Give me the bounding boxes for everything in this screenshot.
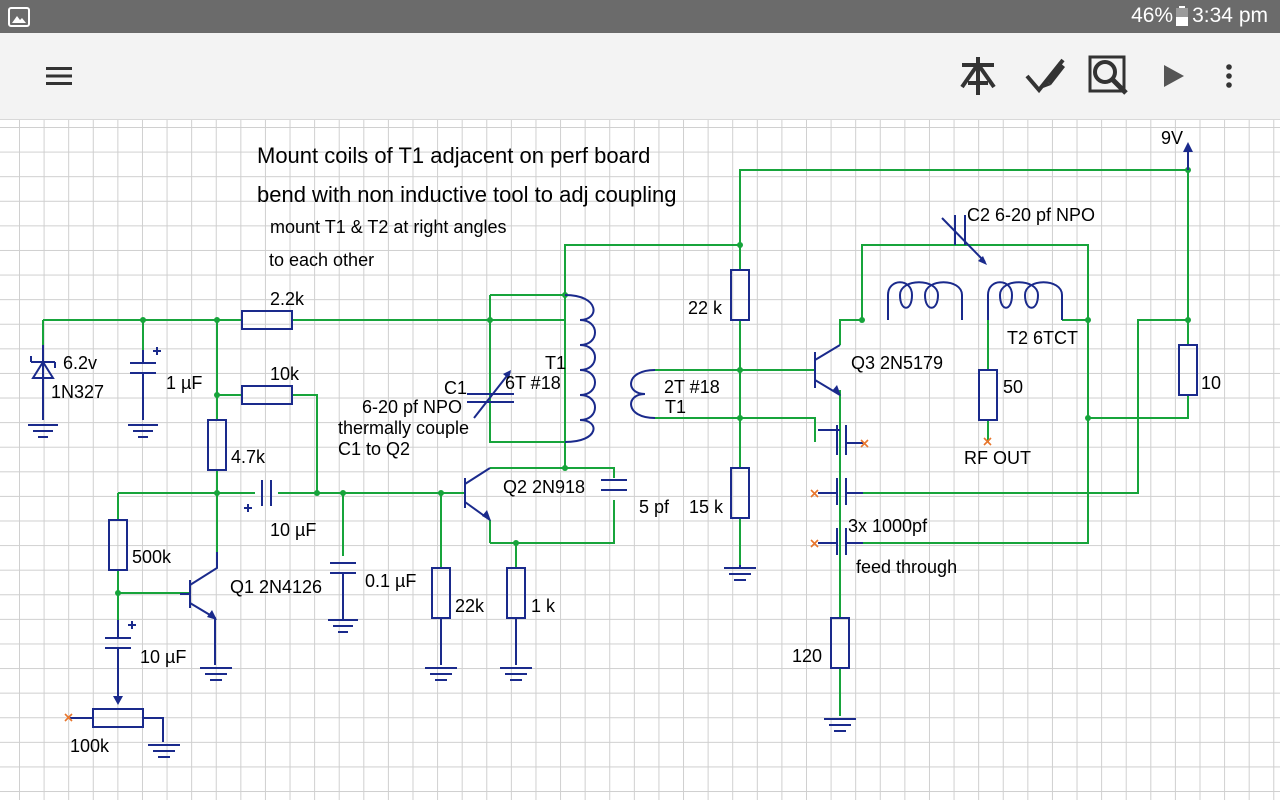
note-line-1: Mount coils of T1 adjacent on perf board: [257, 143, 650, 168]
edit-pen-icon: [1025, 58, 1065, 94]
label-t1-primary: 6T #18: [505, 373, 561, 393]
resistor-15k[interactable]: [730, 467, 750, 519]
feedthrough-capacitors[interactable]: [810, 425, 869, 555]
status-right: 46% 3:34 pm: [1131, 4, 1268, 28]
schematic-canvas[interactable]: Mount coils of T1 adjacent on perf board…: [0, 120, 1280, 800]
battery-icon: [1176, 6, 1189, 26]
capacitor-10uf-coupling[interactable]: [244, 480, 272, 512]
hamburger-menu-icon: [46, 67, 72, 85]
label-15k: 15 k: [689, 497, 724, 517]
resistor-120[interactable]: [830, 617, 850, 669]
label-t2: T2 6TCT: [1007, 328, 1078, 348]
label-2-2k: 2.2k: [270, 289, 305, 309]
variable-capacitor-c2[interactable]: [941, 215, 987, 265]
capacitor-5pf[interactable]: [601, 479, 627, 491]
resistor-22k-upper[interactable]: [730, 269, 750, 321]
variable-capacitor-c1[interactable]: [467, 370, 514, 419]
more-vert-icon: [1226, 64, 1232, 88]
label-c1-desc3: C1 to Q2: [338, 439, 410, 459]
note-line-2: bend with non inductive tool to adj coup…: [257, 182, 677, 207]
status-bar: 46% 3:34 pm: [0, 0, 1280, 33]
resistor-10k[interactable]: [241, 385, 293, 405]
junctions: [115, 167, 1191, 596]
text-tool-button[interactable]: [955, 33, 1001, 119]
label-t1-secondary: 2T #18: [664, 377, 720, 397]
app-toolbar: [0, 33, 1280, 120]
transistor-q3[interactable]: [814, 344, 841, 396]
label-10: 10: [1201, 373, 1221, 393]
label-4-7k: 4.7k: [231, 447, 266, 467]
label-100k: 100k: [70, 736, 110, 756]
zoom-fit-button[interactable]: [1086, 33, 1132, 119]
transistor-q1[interactable]: [180, 552, 232, 681]
ground-22k: [425, 618, 457, 681]
rf-out-marker: [983, 437, 992, 446]
resistor-500k[interactable]: [108, 519, 128, 571]
label-500k: 500k: [132, 547, 172, 567]
label-9v: 9V: [1161, 128, 1183, 148]
resistor-2-2k[interactable]: [241, 310, 293, 330]
transformer-t2[interactable]: [887, 281, 1063, 320]
note-line-3: mount T1 & T2 at right angles: [270, 217, 506, 237]
label-22k-b: 22 k: [688, 298, 723, 318]
resistor-22k-bias[interactable]: [431, 567, 451, 619]
label-c1: C1: [444, 378, 467, 398]
ground-1k: [500, 618, 532, 681]
label-50: 50: [1003, 377, 1023, 397]
label-zener-v: 6.2v: [63, 353, 97, 373]
transformer-t1-primary[interactable]: [564, 294, 596, 443]
label-22k-a: 22k: [455, 596, 485, 616]
label-feedthrough1: 3x 1000pf: [848, 516, 928, 536]
text-tool-icon: [960, 57, 996, 95]
label-c1-desc2: thermally couple: [338, 418, 469, 438]
label-q2: Q2 2N918: [503, 477, 585, 497]
note-line-4: to each other: [269, 250, 374, 270]
resistor-4-7k[interactable]: [207, 419, 227, 471]
transformer-t1-secondary[interactable]: [630, 369, 656, 419]
label-1k: 1 k: [531, 596, 556, 616]
label-0-1uf: 0.1 µF: [365, 571, 416, 591]
schematic-drawing: Mount coils of T1 adjacent on perf board…: [28, 128, 1221, 758]
label-10k: 10k: [270, 364, 300, 384]
label-c2: C2 6-20 pf NPO: [967, 205, 1095, 225]
ground-15k: [724, 565, 756, 581]
zener-diode-1n327[interactable]: [28, 345, 58, 438]
capacitor-10uf-lower[interactable]: [105, 620, 136, 705]
label-10uf-a: 10 µF: [270, 520, 316, 540]
play-icon: [1164, 65, 1184, 87]
menu-button[interactable]: [36, 33, 82, 119]
label-q3: Q3 2N5179: [851, 353, 943, 373]
transistor-q2[interactable]: [464, 467, 491, 521]
label-feedthrough2: feed through: [856, 557, 957, 577]
component-labels: 9V 2.2k 10k 4.7k 500k 6.2v 1N327 1 µF 10…: [51, 128, 1221, 756]
label-t1-secondary-name: T1: [665, 397, 686, 417]
label-c1-desc1: 6-20 pf NPO: [362, 397, 462, 417]
label-1uf: 1 µF: [166, 373, 202, 393]
ground-120: [824, 718, 856, 732]
edit-button[interactable]: [1020, 33, 1070, 119]
label-120: 120: [792, 646, 822, 666]
label-5pf: 5 pf: [639, 497, 670, 517]
supply-9v-symbol[interactable]: [1183, 142, 1193, 170]
label-zener-part: 1N327: [51, 382, 104, 402]
battery-percent: 46%: [1131, 4, 1174, 27]
notes: Mount coils of T1 adjacent on perf board…: [257, 143, 677, 270]
capacitor-1uf[interactable]: [128, 347, 161, 438]
resistor-1k[interactable]: [506, 567, 526, 619]
potentiometer-100k[interactable]: [64, 708, 180, 758]
resistor-10[interactable]: [1178, 344, 1198, 396]
clock: 3:34 pm: [1192, 4, 1268, 27]
label-10uf-b: 10 µF: [140, 647, 186, 667]
label-rf-out: RF OUT: [964, 448, 1031, 468]
label-t1: T1: [545, 353, 566, 373]
capacitor-0-1uf[interactable]: [328, 562, 358, 633]
zoom-fit-icon: [1088, 55, 1128, 95]
gallery-notification-icon: [8, 7, 30, 27]
resistor-50[interactable]: [978, 369, 998, 421]
label-q1: Q1 2N4126: [230, 577, 322, 597]
run-button[interactable]: [1155, 33, 1191, 119]
overflow-menu-button[interactable]: [1216, 33, 1242, 119]
